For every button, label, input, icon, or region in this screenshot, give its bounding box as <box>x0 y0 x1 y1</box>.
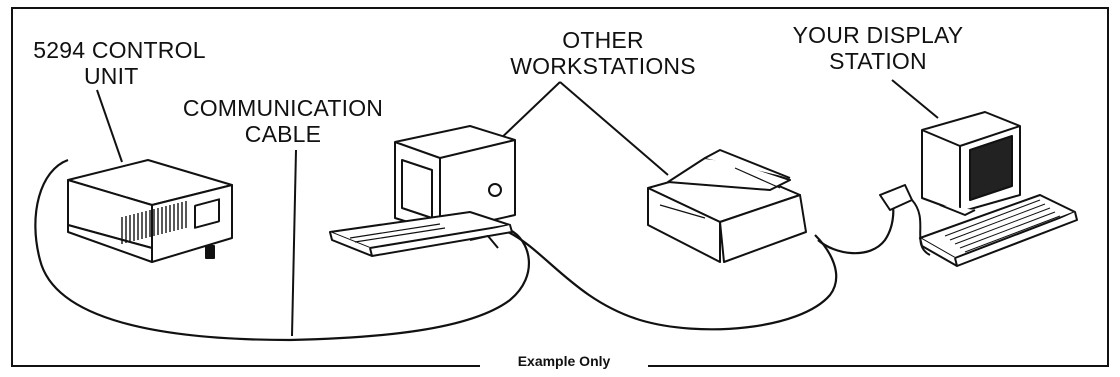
cable-label-line1: COMMUNICATION <box>158 95 408 121</box>
control-unit-label-line2: UNIT <box>32 63 207 89</box>
printer-icon <box>648 150 806 262</box>
control-unit-label: 5294 CONTROL UNIT <box>32 37 207 89</box>
other-workstations-label: OTHER WORKSTATIONS <box>478 27 728 79</box>
your-display-station-label-line2: STATION <box>768 48 988 74</box>
other-workstations-label-line1: OTHER <box>478 27 728 53</box>
example-caption: Example Only <box>480 352 648 370</box>
cable-label: COMMUNICATION CABLE <box>158 95 408 147</box>
cable-label-line2: CABLE <box>158 121 408 147</box>
display-station-icon <box>880 112 1077 266</box>
control-unit-label-line1: 5294 CONTROL <box>32 37 207 63</box>
your-display-station-label-line1: YOUR DISPLAY <box>768 22 988 48</box>
your-display-station-label: YOUR DISPLAY STATION <box>768 22 988 74</box>
control-unit-icon <box>68 160 232 262</box>
other-workstations-label-line2: WORKSTATIONS <box>478 53 728 79</box>
